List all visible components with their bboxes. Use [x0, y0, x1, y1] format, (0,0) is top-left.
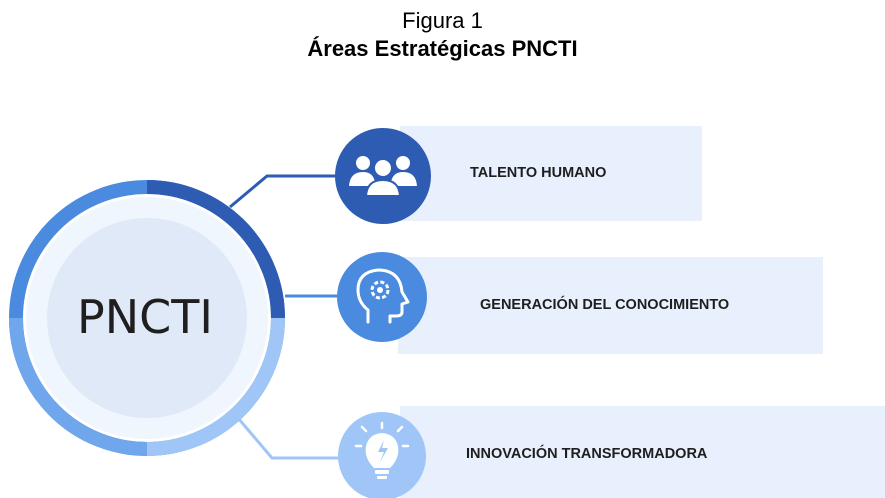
connector-talento-humano	[229, 174, 340, 209]
lightbulb-icon	[338, 412, 426, 498]
figure-title: Áreas Estratégicas PNCTI	[307, 36, 578, 61]
connector-innovacion-transformadora	[236, 417, 340, 460]
center-label: PNCTI	[77, 290, 213, 344]
central-ring	[9, 180, 285, 456]
head-gear-icon	[337, 252, 427, 342]
figure-label: Figura 1	[402, 8, 483, 33]
area-label-generacion-conocimiento: GENERACIÓN DEL CONOCIMIENTO	[480, 297, 730, 313]
core-circle	[47, 218, 247, 418]
ring-segment-dark	[146, 180, 285, 319]
area-panel-talento-humano	[400, 126, 702, 221]
area-label-talento-humano: TALENTO HUMANO	[470, 165, 607, 181]
ring-segment-light	[146, 317, 285, 456]
area-panel-innovacion-transformadora	[400, 406, 885, 498]
people-group-icon	[335, 128, 431, 224]
area-label-innovacion-transformadora: INNOVACIÓN TRANSFORMADORA	[466, 446, 708, 462]
ring-segment-left	[9, 317, 148, 456]
area-panel-generacion-conocimiento	[398, 257, 823, 354]
